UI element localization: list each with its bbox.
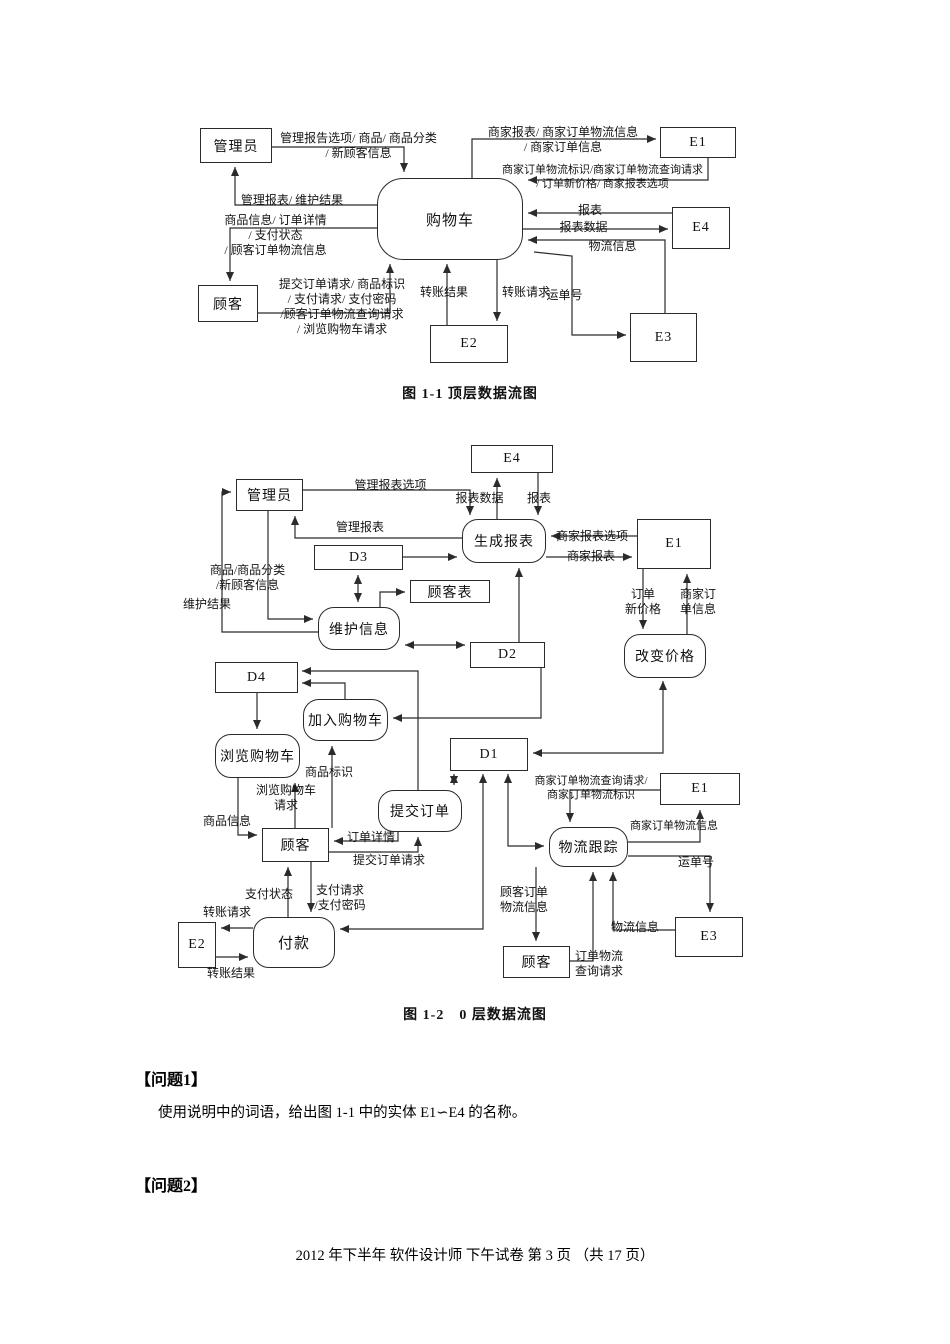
store-customer-table: 顾客表 [410,580,490,603]
entity-customer: 顾客 [198,285,258,322]
process-shopping-cart: 购物车 [377,178,523,260]
flow-label-browse-request: 浏览购物车 请求 [255,783,316,812]
flow-label-waybill-no: 运单号 [546,288,583,302]
flow-label-report-2: 报表 [526,491,551,505]
question1-heading: 【问题1】 [135,1072,208,1089]
figure1-caption: 图 1-1 顶层数据流图 [402,387,538,402]
flow-label-logistics-info-2: 物流信息 [610,920,659,934]
process-submit-order: 提交订单 [378,790,462,832]
question2-heading: 【问题2】 [135,1178,208,1195]
flow-label-goods-id: 商品标识 [304,765,353,779]
flow-label-cart-to-customer: 商品信息/ 订单详情 / 支付状态 / 顾客订单物流信息 [224,213,327,257]
entity-e3: E3 [630,313,697,362]
store-d3: D3 [314,545,403,570]
flow-label-order-logistics-query: 订单物流 查询请求 [574,949,623,978]
entity-e2: E2 [430,325,508,363]
store-d1: D1 [450,738,528,771]
flow-label-cust-order-logistics: 顾客订单 物流信息 [499,885,548,914]
entity-customer-mid: 顾客 [262,828,329,862]
flow-label-transfer-request: 转账请求 [501,285,550,299]
flow-label-report-data-2: 报表数据 [455,491,504,505]
flow-label-transfer-result: 转账结果 [419,285,468,299]
flow-label-cart-to-e1: 商家报表/ 商家订单物流信息 / 商家订单信息 [487,125,639,154]
flow-label-merchant-logistics-info: 商家订单物流信息 [630,820,718,832]
flow-label-customer-to-cart: 提交订单请求/ 商品标识 / 支付请求/ 支付密码 /顾客订单物流查询请求 / … [278,277,406,336]
store-d4: D4 [215,662,298,693]
entity-admin-2: 管理员 [236,479,303,511]
question1-body: 使用说明中的词语，给出图 1-1 中的实体 E1∽E4 的名称。 [158,1105,527,1121]
figure2-caption: 图 1-2 0 层数据流图 [403,1008,547,1023]
process-logistics-tracking: 物流跟踪 [549,827,628,867]
entity-e1: E1 [660,127,736,158]
entity-e4: E4 [672,207,730,249]
flow-label-submit-request: 提交订单请求 [352,853,425,867]
flow-label-goods-category: 商品/商品分类 /新顾客信息 [209,563,286,592]
flow-label-goods-info: 商品信息 [202,814,251,828]
flow-label-report-data: 报表数据 [559,220,608,234]
entity-e2-left: E2 [178,922,216,968]
flow-label-e1-to-cart: 商家订单物流标识/商家订单物流查询请求 / 订单新价格/ 商家报表选项 [501,164,704,190]
entity-admin: 管理员 [200,128,272,163]
process-browse-cart: 浏览购物车 [215,734,300,778]
page-footer: 2012 年下半年 软件设计师 下午试卷 第 3 页 （共 17 页） [295,1248,655,1264]
flow-label-logistics-info: 物流信息 [588,239,637,253]
process-payment: 付款 [253,917,335,968]
flow-label-merchant-report: 商家报表 [566,549,615,563]
flow-label-merchant-report-options: 商家报表选项 [555,529,628,543]
flow-label-maintain-result: 维护结果 [182,597,231,611]
flow-label-cart-to-admin: 管理报表/ 维护结果 [240,193,344,207]
entity-e1-right: E1 [637,519,711,569]
flow-label-order-new-price: 订单 新价格 [624,587,661,616]
process-maintain-info: 维护信息 [318,607,400,650]
flow-label-order-detail: 订单详情 [346,830,395,844]
entity-e3-lower: E3 [675,917,743,957]
flow-label-admin-to-cart: 管理报告选项/ 商品/ 商品分类 / 新顾客信息 [280,131,437,160]
store-d2: D2 [470,642,545,668]
flow-label-report-options: 管理报表选项 [354,478,427,492]
flow-label-mgmt-report: 管理报表 [335,520,384,534]
flow-label-pay-request: 支付请求 /支付密码 [314,883,366,912]
flow-label-pay-status: 支付状态 [244,887,293,901]
entity-customer-bottom: 顾客 [503,946,570,978]
entity-e1-lower: E1 [660,773,740,805]
flow-label-merchant-order-info: 商家订 单信息 [679,587,716,616]
process-add-to-cart: 加入购物车 [303,699,388,741]
flow-label-transfer-result-2: 转账结果 [206,966,255,980]
process-generate-report: 生成报表 [462,519,546,563]
flow-label-waybill-no-2: 运单号 [677,855,714,869]
flow-label-transfer-request-2: 转账请求 [202,905,251,919]
entity-e4-top: E4 [471,445,553,473]
flow-label-report: 报表 [577,203,602,217]
flow-label-merchant-logistics-query: 商家订单物流查询请求/ 商家订单物流标识 [534,775,648,801]
process-change-price: 改变价格 [624,634,706,678]
